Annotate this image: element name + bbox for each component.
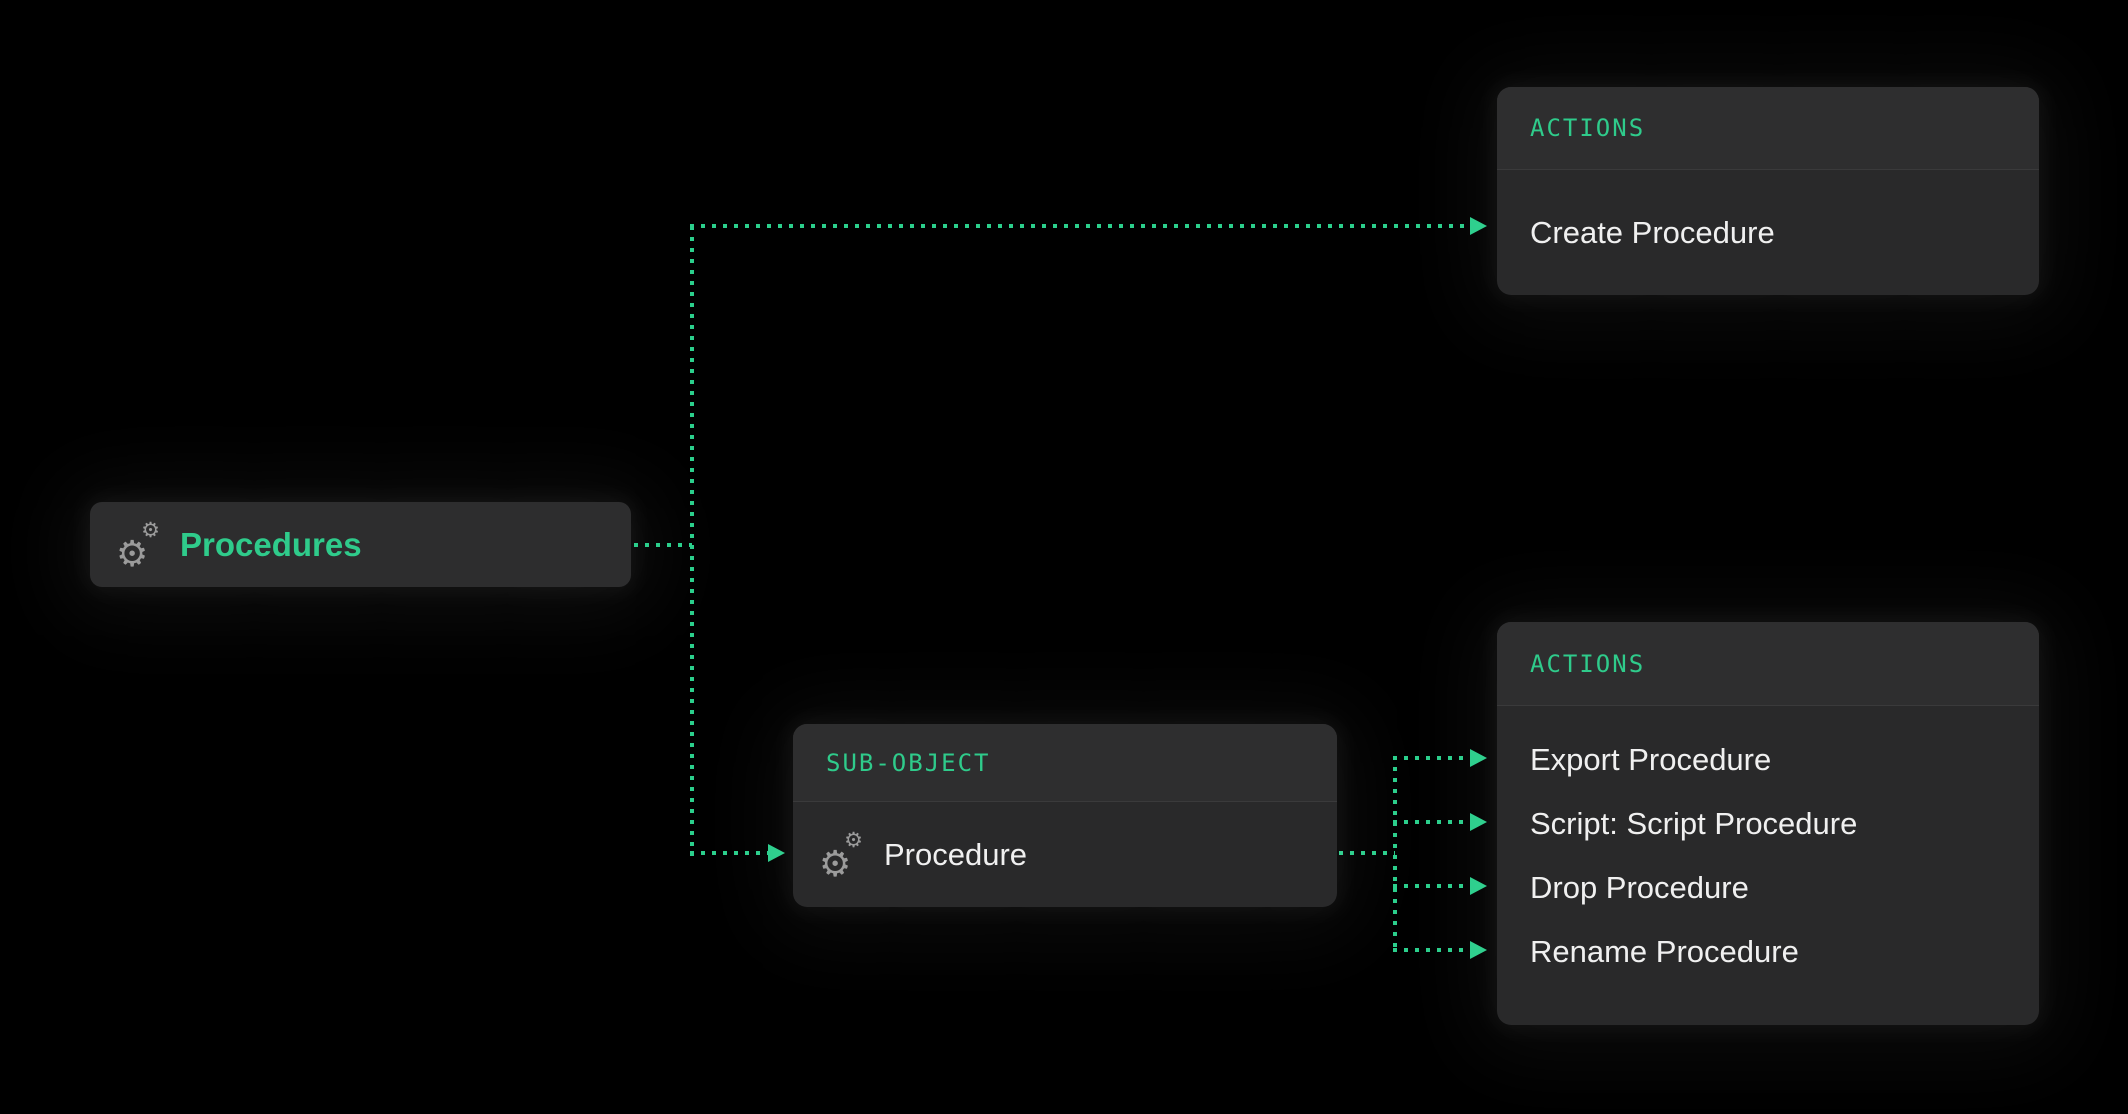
- action-rename-procedure[interactable]: Rename Procedure: [1530, 934, 1799, 969]
- action-create-procedure[interactable]: Create Procedure: [1530, 214, 1775, 250]
- gear-small-icon: ⚙: [141, 518, 160, 542]
- card-sub-object-header-label: SUB-OBJECT: [826, 748, 991, 777]
- card-create-actions-header-label: ACTIONS: [1530, 114, 1646, 142]
- card-sub-object: SUB-OBJECT ⚙ ⚙ Procedure: [793, 724, 1337, 907]
- node-procedures-label: Procedures: [180, 525, 362, 563]
- gear-big-icon: ⚙: [819, 842, 852, 884]
- card-create-actions-header: ACTIONS: [1497, 87, 2039, 170]
- gears-icon: ⚙ ⚙: [116, 518, 162, 572]
- card-procedure-actions-header: ACTIONS: [1497, 622, 2039, 706]
- node-procedure-label: Procedure: [884, 836, 1028, 872]
- card-procedure-actions-header-label: ACTIONS: [1530, 649, 1646, 678]
- connector-to-subobject: [690, 851, 768, 855]
- node-procedures[interactable]: ⚙ ⚙ Procedures: [90, 502, 631, 587]
- arrowhead-subobject-icon: [768, 844, 785, 862]
- connector-to-rename: [1393, 948, 1470, 952]
- connector-to-create-actions: [690, 224, 1470, 228]
- card-create-actions-body: Create Procedure: [1497, 170, 2039, 295]
- action-drop-procedure[interactable]: Drop Procedure: [1530, 870, 1749, 905]
- connector-to-script: [1393, 820, 1470, 824]
- gears-icon: ⚙ ⚙: [819, 828, 865, 882]
- connector-root-to-junction: [634, 543, 692, 547]
- connector-actions-vertical: [1393, 756, 1397, 952]
- action-export-procedure[interactable]: Export Procedure: [1530, 742, 1772, 777]
- arrowhead-create-actions-icon: [1470, 217, 1487, 235]
- connector-main-vertical: [690, 226, 694, 856]
- card-sub-object-body: ⚙ ⚙ Procedure: [793, 802, 1337, 907]
- card-procedure-actions-body: Export Procedure Script: Script Procedur…: [1497, 706, 2039, 984]
- gear-small-icon: ⚙: [844, 828, 863, 852]
- card-create-actions: ACTIONS Create Procedure: [1497, 87, 2039, 295]
- arrowhead-script-icon: [1470, 813, 1487, 831]
- action-script-procedure[interactable]: Script: Script Procedure: [1530, 806, 1858, 841]
- node-procedure-subobject[interactable]: ⚙ ⚙ Procedure: [793, 802, 1337, 907]
- card-sub-object-header: SUB-OBJECT: [793, 724, 1337, 802]
- connector-to-export: [1393, 756, 1470, 760]
- arrowhead-rename-icon: [1470, 941, 1487, 959]
- card-procedure-actions: ACTIONS Export Procedure Script: Script …: [1497, 622, 2039, 1025]
- connector-subobject-to-junction: [1339, 851, 1395, 855]
- arrowhead-drop-icon: [1470, 877, 1487, 895]
- arrowhead-export-icon: [1470, 749, 1487, 767]
- connector-to-drop: [1393, 884, 1470, 888]
- gear-big-icon: ⚙: [116, 532, 149, 574]
